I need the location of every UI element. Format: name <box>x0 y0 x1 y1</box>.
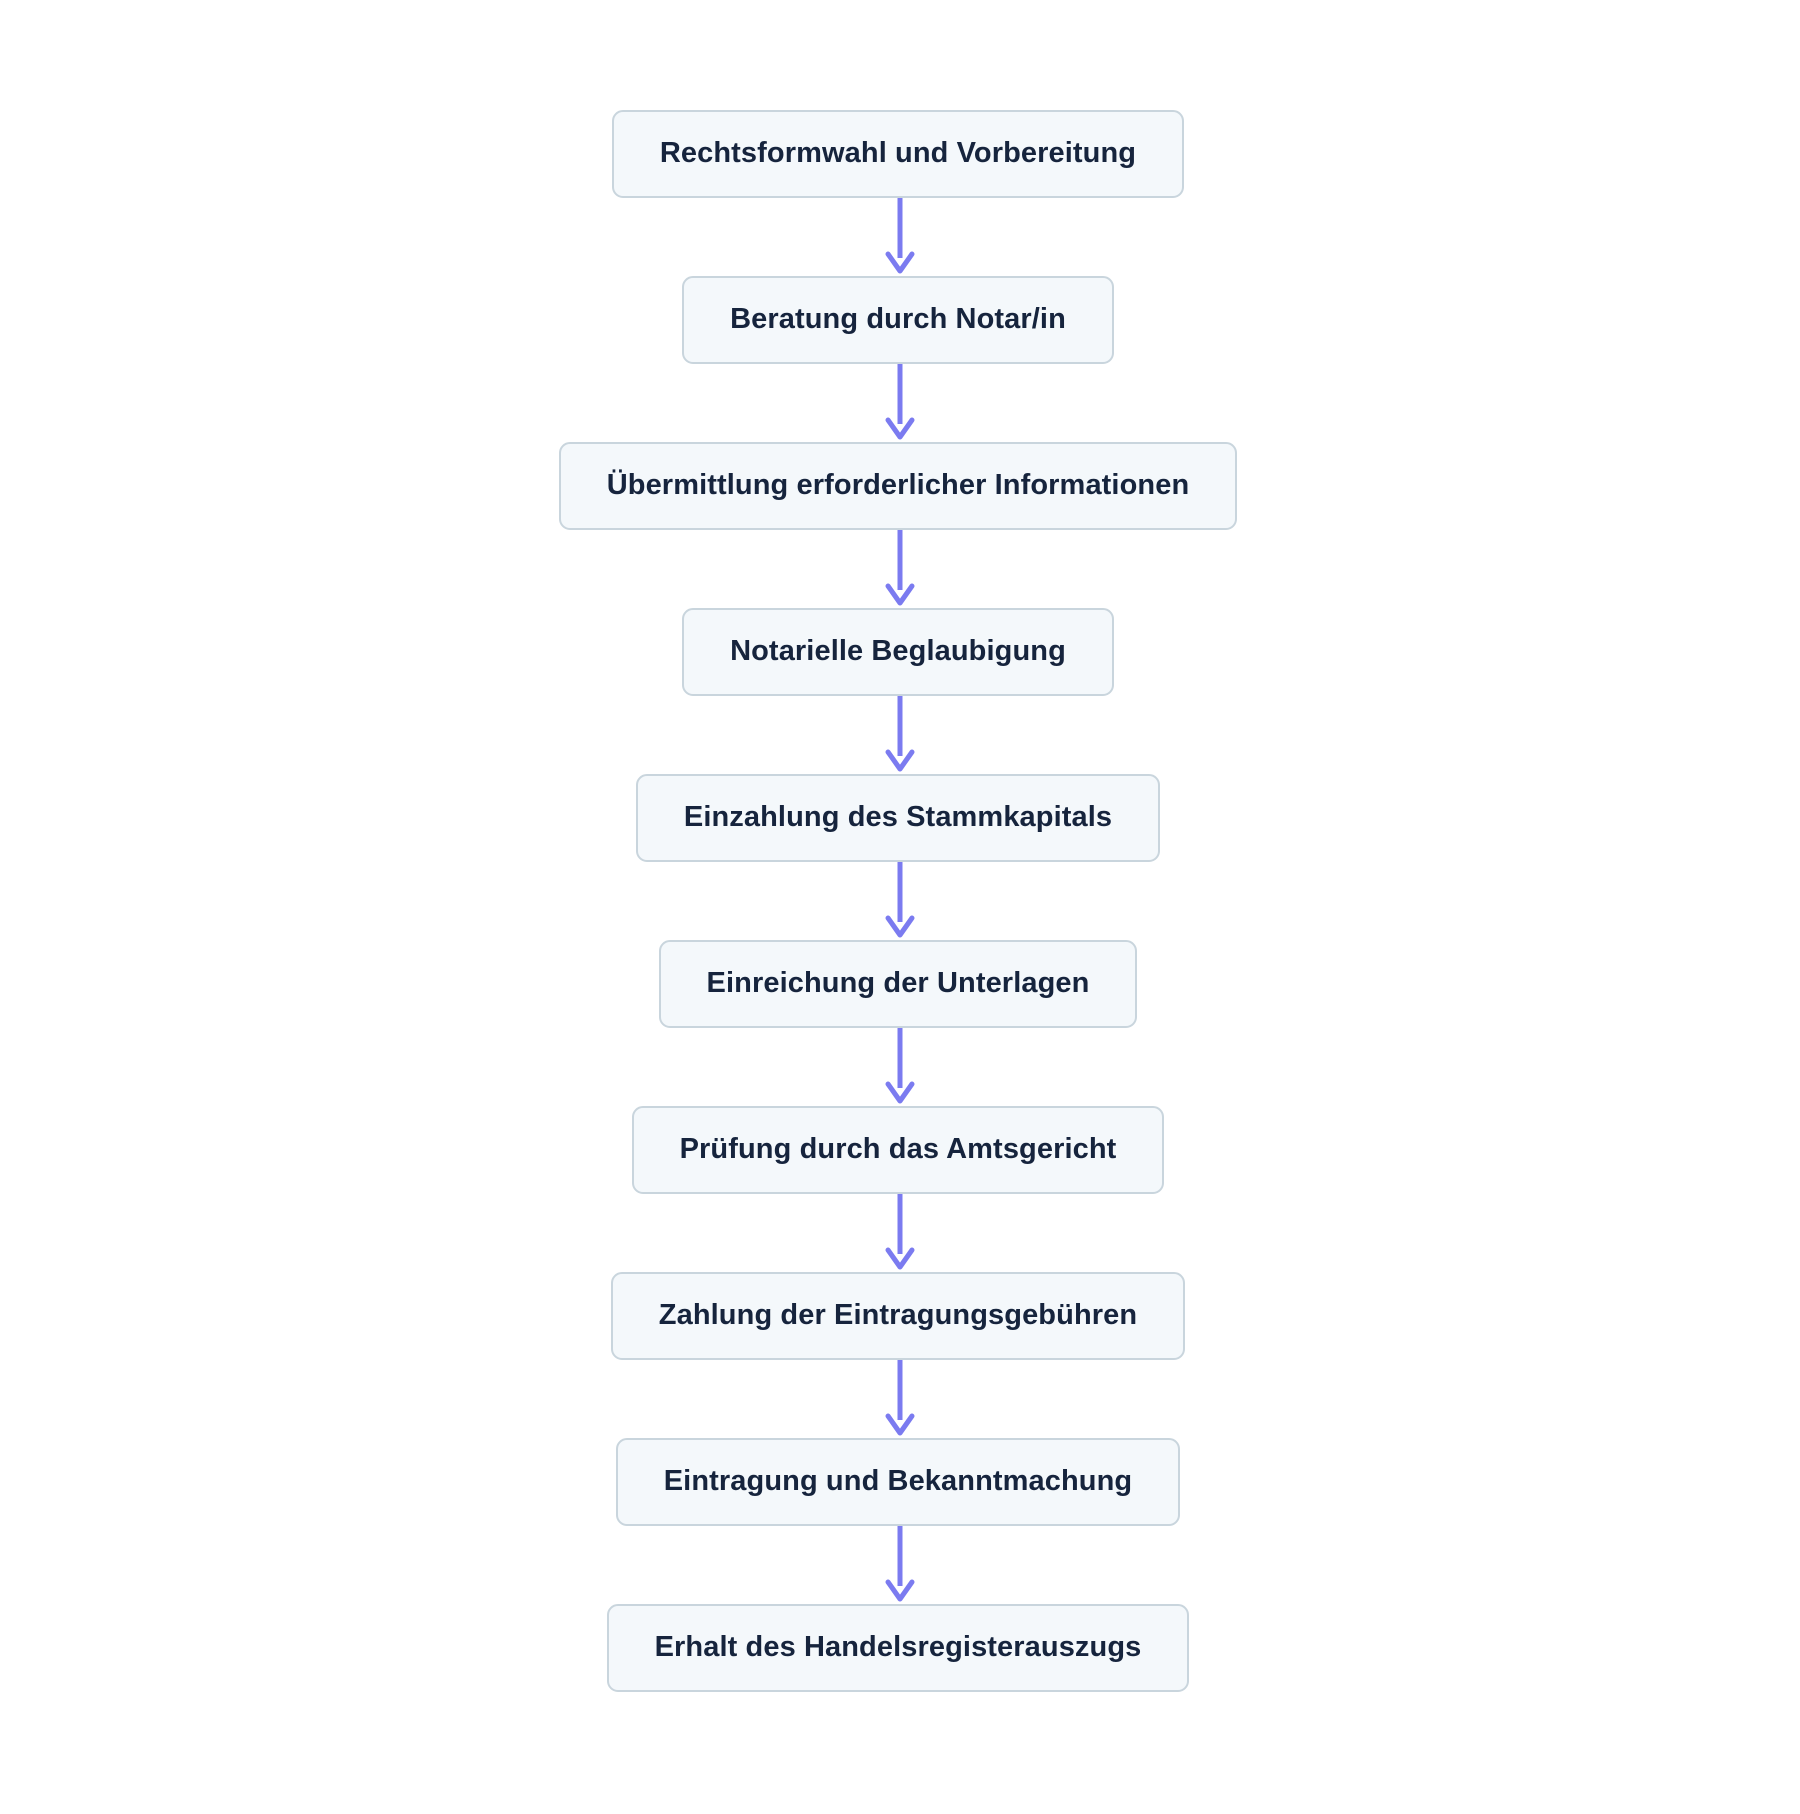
down-arrow-icon <box>885 1028 915 1104</box>
flowchart-node-zahlung-der-eintragungsgebuehren[interactable]: Zahlung der Eintragungsgebühren <box>610 1272 1186 1360</box>
down-arrow-icon <box>885 1526 915 1602</box>
node-label: Rechtsformwahl und Vorbereitung <box>659 137 1137 170</box>
down-arrow-icon <box>885 530 915 606</box>
down-arrow-icon <box>885 862 915 938</box>
flow-row-10: Erhalt des Handelsregisterauszugs <box>606 1604 1190 1692</box>
down-arrow-icon <box>885 1194 915 1270</box>
flow-row-4: Notarielle Beglaubigung <box>682 608 1114 696</box>
flow-row-8: Zahlung der Eintragungsgebühren <box>610 1272 1186 1360</box>
node-label: Zahlung der Eintragungsgebühren <box>658 1299 1138 1332</box>
flowchart-node-stack: Rechtsformwahl und Vorbereitung Beratung… <box>0 110 1800 1692</box>
node-label: Übermittlung erforderlicher Informatione… <box>606 469 1190 502</box>
flowchart-node-erhalt-des-handelsregisterauszugs[interactable]: Erhalt des Handelsregisterauszugs <box>606 1604 1190 1692</box>
flowchart-edge-n1-n2 <box>880 198 920 276</box>
flowchart-node-einzahlung-des-stammkapitals[interactable]: Einzahlung des Stammkapitals <box>635 774 1161 862</box>
flowchart-node-uebermittlung-erforderlicher-informationen[interactable]: Übermittlung erforderlicher Informatione… <box>558 442 1238 530</box>
flow-row-5: Einzahlung des Stammkapitals <box>635 774 1161 862</box>
flow-row-9: Eintragung und Bekanntmachung <box>615 1438 1181 1526</box>
flowchart-edge-n7-n8 <box>880 1194 920 1272</box>
flowchart-node-beratung-durch-notar-in[interactable]: Beratung durch Notar/in <box>682 276 1114 364</box>
flowchart-edge-n8-n9 <box>880 1360 920 1438</box>
down-arrow-icon <box>885 198 915 274</box>
node-label: Beratung durch Notar/in <box>730 303 1066 336</box>
flowchart-edge-n6-n7 <box>880 1028 920 1106</box>
flowchart-node-eintragung-und-bekanntmachung[interactable]: Eintragung und Bekanntmachung <box>615 1438 1181 1526</box>
node-label: Erhalt des Handelsregisterauszugs <box>654 1631 1142 1664</box>
flowchart-node-einreichung-der-unterlagen[interactable]: Einreichung der Unterlagen <box>658 940 1138 1028</box>
flow-row-1: Rechtsformwahl und Vorbereitung <box>611 110 1185 198</box>
node-label: Eintragung und Bekanntmachung <box>663 1465 1133 1498</box>
down-arrow-icon <box>885 696 915 772</box>
flowchart-edge-n5-n6 <box>880 862 920 940</box>
down-arrow-icon <box>885 364 915 440</box>
node-label: Einzahlung des Stammkapitals <box>683 801 1113 834</box>
flowchart-edge-n4-n5 <box>880 696 920 774</box>
node-label: Prüfung durch das Amtsgericht <box>679 1133 1117 1166</box>
flowchart-edge-n9-n10 <box>880 1526 920 1604</box>
flowchart-edge-n2-n3 <box>880 364 920 442</box>
flow-row-2: Beratung durch Notar/in <box>682 276 1114 364</box>
flowchart-edge-n3-n4 <box>880 530 920 608</box>
flowchart-node-notarielle-beglaubigung[interactable]: Notarielle Beglaubigung <box>682 608 1114 696</box>
flowchart-node-rechtsformwahl-und-vorbereitung[interactable]: Rechtsformwahl und Vorbereitung <box>611 110 1185 198</box>
node-label: Einreichung der Unterlagen <box>706 967 1090 1000</box>
flow-row-3: Übermittlung erforderlicher Informatione… <box>558 442 1238 530</box>
flow-row-7: Prüfung durch das Amtsgericht <box>631 1106 1165 1194</box>
node-label: Notarielle Beglaubigung <box>730 635 1066 668</box>
down-arrow-icon <box>885 1360 915 1436</box>
flow-row-6: Einreichung der Unterlagen <box>658 940 1138 1028</box>
flowchart-node-pruefung-durch-das-amtsgericht[interactable]: Prüfung durch das Amtsgericht <box>631 1106 1165 1194</box>
